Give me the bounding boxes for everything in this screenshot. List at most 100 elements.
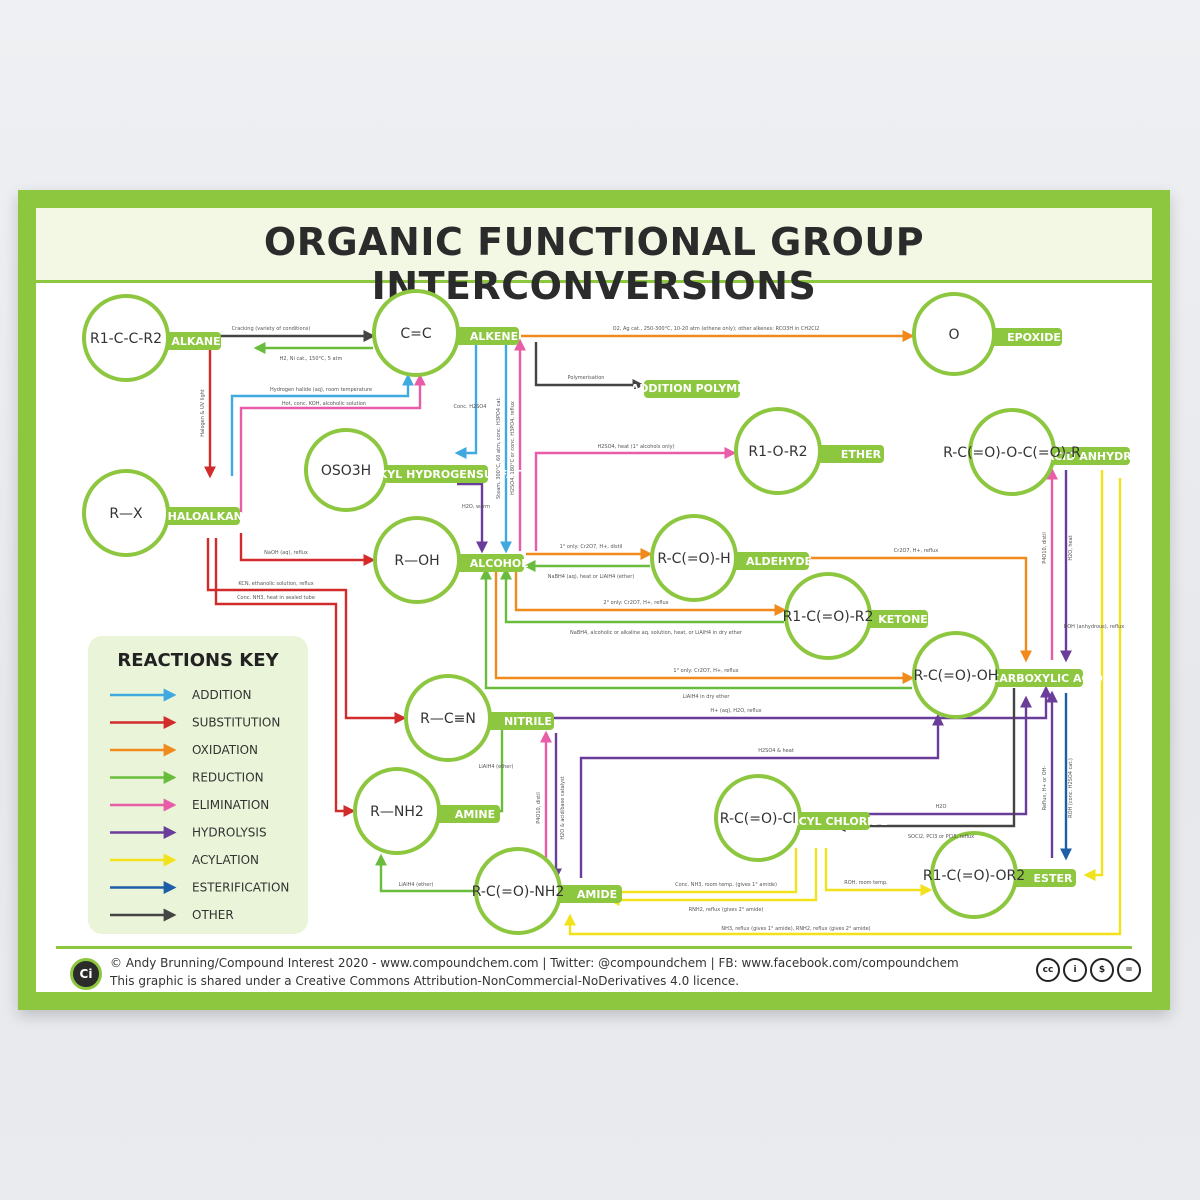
- amide-structure: R-C(=O)-NH2: [472, 884, 565, 900]
- ester-label: ESTER: [1034, 872, 1073, 885]
- epoxide-node: EPOXIDE O: [912, 292, 1062, 376]
- epoxide-label: EPOXIDE: [1007, 331, 1061, 344]
- condition-lialh4-nitrile: LiAlH4 (ether): [479, 764, 514, 770]
- condition-kcn: KCN, ethanolic solution, reflux: [238, 581, 313, 587]
- arrow-anhydride-ester: [1083, 470, 1104, 881]
- ester-tag: [1010, 869, 1076, 887]
- condition-socl2: SOCl2, PCl3 or PCl5, reflux: [908, 834, 974, 840]
- ketone-node: KETONE R1-C(=O)-R2: [783, 572, 928, 660]
- acyl-chloride-tag: [788, 812, 870, 830]
- ether-label: ETHER: [841, 448, 882, 461]
- ketone-structure: R1-C(=O)-R2: [783, 609, 874, 625]
- condition-nh3-anhydride: NH3, reflux (gives 1° amide), RNH2, refl…: [721, 926, 870, 932]
- amide-circle: [474, 847, 562, 935]
- footer-divider: [56, 946, 1132, 949]
- reactions-key-title: REACTIONS KEY: [117, 650, 279, 671]
- condition-acyl-water: H2O: [936, 804, 947, 810]
- arrow-conc-h2so4: [454, 341, 478, 459]
- key-item-hydrolysis: HYDROLYSIS: [110, 826, 267, 840]
- key-label: SUBSTITUTION: [192, 716, 280, 730]
- condition-amide-h2so4: H2SO4 & heat: [758, 748, 794, 754]
- ester-structure: R1-C(=O)-OR2: [923, 868, 1025, 884]
- condition-anhydride-hyd: H2O, heat: [1068, 535, 1074, 560]
- poster-frame: ORGANIC FUNCTIONAL GROUP INTERCONVERSION…: [18, 190, 1170, 1010]
- ether-node: ETHER R1-O-R2: [734, 407, 884, 495]
- ether-tag: [818, 445, 884, 463]
- acyl-chloride-circle: [714, 774, 802, 862]
- cc-icon: cc: [1036, 958, 1060, 982]
- carboxylic-acid-tag: [991, 669, 1083, 687]
- alkyl-hydrogensulfate-structure: OSO3H: [321, 463, 371, 479]
- carboxylic-acid-structure: R-C(=O)-OH: [914, 668, 999, 684]
- key-label: OXIDATION: [192, 743, 258, 757]
- ether-structure: R1-O-R2: [748, 444, 807, 460]
- arrow-nh3-room: [607, 848, 798, 898]
- key-label: OTHER: [192, 908, 234, 922]
- key-item-oxidation: OXIDATION: [110, 743, 258, 757]
- footer-credit: © Andy Brunning/Compound Interest 2020 -…: [110, 956, 959, 970]
- alcohol-structure: R—OH: [394, 553, 439, 569]
- key-item-esterification: ESTERIFICATION: [110, 881, 289, 895]
- amine-circle: [353, 767, 441, 855]
- key-item-reduction: REDUCTION: [110, 771, 264, 785]
- ketone-circle: [784, 572, 872, 660]
- condition-esterif: ROH (conc. H2SO4 cat.): [1068, 758, 1074, 818]
- condition-epoxidation: O2, Ag cat., 250-300°C, 10-20 atm (ethen…: [613, 326, 820, 332]
- condition-ester-hyd: Reflux, H+ or OH-: [1042, 766, 1048, 811]
- condition-nh3-room: Conc. NH3, room temp. (gives 1° amide): [675, 882, 777, 888]
- nitrile-label: NITRILE: [504, 715, 552, 728]
- reactions-key: REACTIONS KEY ADDITION SUBSTITUTION OXIDAT…: [88, 636, 308, 934]
- condition-koh-elim: Hot, conc. KOH, alcoholic solution: [282, 401, 366, 407]
- alcohol-circle: [373, 516, 461, 604]
- acyl-chloride-structure: R-C(=O)-Cl: [720, 811, 796, 827]
- aldehyde-structure: R-C(=O)-H: [657, 551, 730, 567]
- haloalkane-label: HALOALKANE: [168, 510, 251, 523]
- alkyl-hydrogensulfate-label: ALKYL HYDROGENSULFATE: [363, 468, 529, 481]
- key-label: REDUCTION: [192, 771, 264, 785]
- condition-ox-aldehyde: 1° only: Cr2O7, H+, distil: [560, 544, 623, 550]
- condition-polymerisation: Polymerisation: [568, 375, 605, 381]
- haloalkane-circle: [82, 469, 170, 557]
- arrow-roh-room: [824, 848, 933, 896]
- condition-hydrogen-halide: Hydrogen halide (aq), room temperature: [270, 387, 372, 393]
- epoxide-tag: [986, 328, 1062, 346]
- arrow-lialh4-amide: [375, 853, 476, 893]
- addition-polymer-tag: [644, 380, 740, 398]
- condition-naoh-aq: NaOH (aq), reflux: [264, 550, 308, 556]
- ester-node: ESTER R1-C(=O)-OR2: [923, 831, 1076, 919]
- epoxide-structure: O: [948, 327, 959, 343]
- condition-red-aldehyde: NaBH4 (aq), heat or LiAlH4 (ether): [548, 574, 634, 580]
- arrow-red-acid: [480, 567, 912, 690]
- ketone-tag: [858, 610, 928, 628]
- alkyl-hydrogensulfate-tag: [384, 465, 488, 483]
- poster-inner: ORGANIC FUNCTIONAL GROUP INTERCONVERSION…: [36, 208, 1152, 992]
- compound-interest-logo: Ci: [70, 958, 102, 990]
- alkyl-hydrogensulfate-circle: [304, 428, 388, 512]
- amide-tag: [552, 885, 622, 903]
- alkene-tag: [449, 327, 519, 345]
- arrow-kcn: [206, 538, 407, 724]
- condition-ox-acid-alc: 1° only: Cr2O7, H+, reflux: [673, 668, 738, 674]
- alkene-structure: C=C: [400, 326, 432, 342]
- condition-anhydride-ester: ROH (anhydrous), reflux: [1064, 624, 1124, 630]
- key-label: ADDITION: [192, 688, 252, 702]
- ether-circle: [734, 407, 822, 495]
- condition-steam: Steam, 300°C, 60 atm, conc. H3PO4 cat.: [496, 397, 502, 499]
- arrow-ether-form: [534, 447, 737, 551]
- condition-amide-hyd: H2O & acid/base catalyst: [560, 776, 566, 839]
- acid-anhydride-structure: R-C(=O)-O-C(=O)-R: [943, 445, 1081, 461]
- arrow-warm-water: [457, 482, 488, 554]
- addition-polymer-label: ADDITION POLYMER: [631, 382, 754, 395]
- alcohol-label: ALCOHOL: [470, 557, 529, 570]
- ketone-label: KETONE: [878, 613, 928, 626]
- condition-red-ketone: NaBH4, alcoholic or alkaline aq. solutio…: [570, 630, 743, 636]
- acid-anhydride-label: ACID ANHYDRIDE: [1046, 450, 1152, 463]
- condition-nh3-sealed: Conc. NH3, heat in sealed tube: [237, 595, 315, 601]
